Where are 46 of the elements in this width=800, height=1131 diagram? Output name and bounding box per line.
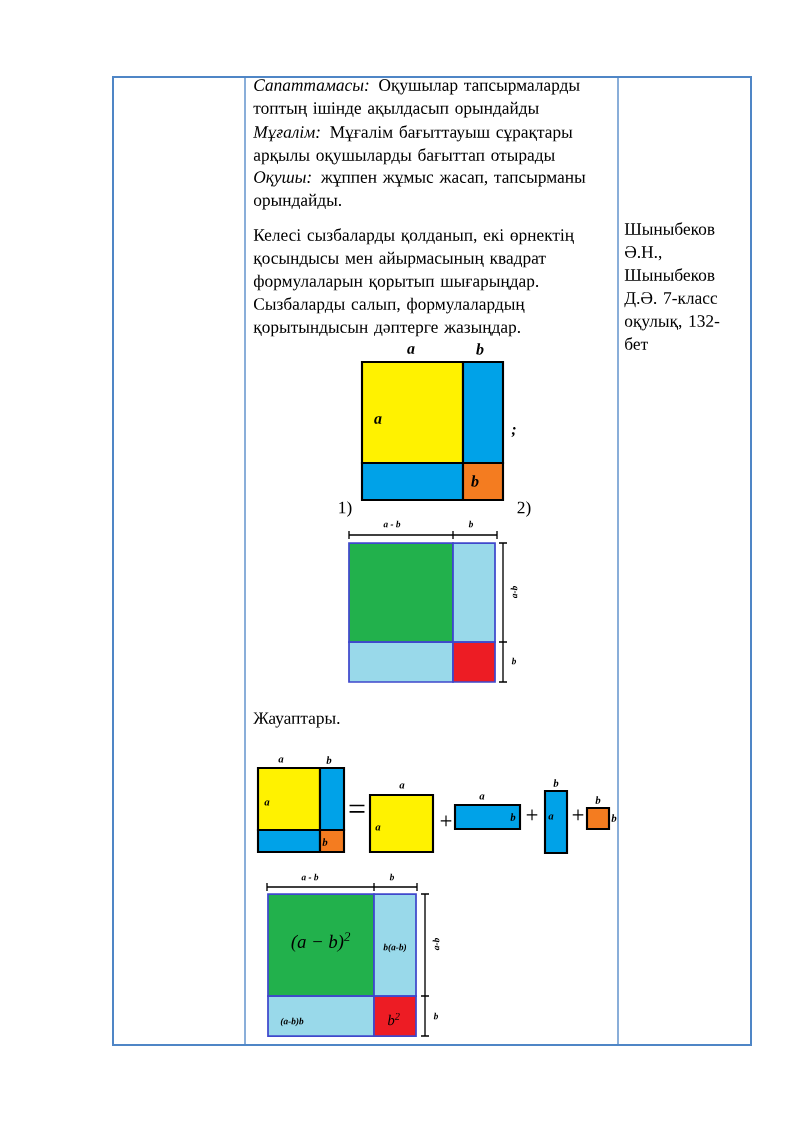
colored-rectangle bbox=[452, 542, 496, 643]
dimension-label: b bbox=[511, 657, 517, 665]
colored-rectangle: b bbox=[461, 461, 505, 502]
dimension-label: a - b bbox=[383, 520, 401, 528]
dimension-label: a-b bbox=[510, 586, 518, 599]
colored-rectangle: a bbox=[360, 360, 465, 465]
dimension-label: b bbox=[433, 1012, 439, 1020]
side-label: a bbox=[479, 794, 485, 800]
side-label: b bbox=[326, 756, 332, 764]
colored-rectangle bbox=[348, 641, 454, 683]
plus-sign: + bbox=[440, 815, 452, 827]
separator-mark: ; bbox=[511, 427, 516, 437]
answer-heading: Жауаптары. bbox=[253, 712, 340, 728]
dimension-label: b bbox=[468, 520, 474, 528]
paragraph: Оқушы: жұппен жұмыс жасап, тапсырманы орындайды. bbox=[253, 171, 586, 210]
side-label: b bbox=[595, 796, 601, 804]
side-label: a bbox=[399, 783, 405, 789]
reference-text: Шыныбеков Ә.Н., Шыныбеков Д.Ә. 7-класс оқулық, 132-бет bbox=[624, 222, 720, 350]
paragraph: Келесі сызбаларды қолданып, екі өрнектің қосындысы мен айырмасының квадрат формулаларын қорытып шығарыңдар. Сызбаларды салып, формулалардың қорытындысын дәптерге жазыңдар. bbox=[253, 228, 574, 337]
colored-rectangle: (a − b)$^{2}$ bbox=[267, 893, 375, 997]
side-label: a bbox=[278, 757, 284, 763]
plus-sign: + bbox=[526, 809, 538, 821]
side-label: b bbox=[553, 779, 559, 787]
colored-rectangle bbox=[256, 828, 322, 854]
item-number: 1) bbox=[339, 501, 352, 517]
colored-rectangle bbox=[360, 461, 465, 502]
colored-rectangle: a bbox=[256, 766, 322, 832]
colored-rectangle: b bbox=[453, 803, 522, 831]
colored-rectangle: b(a-b) bbox=[373, 893, 417, 997]
dimension-label: b bbox=[389, 873, 395, 881]
side-label: b bbox=[611, 814, 617, 822]
equals-sign: = bbox=[349, 804, 365, 813]
side-label: b bbox=[476, 343, 484, 355]
item-number: 2) bbox=[517, 501, 531, 517]
side-label: a bbox=[407, 346, 415, 354]
plus-sign: + bbox=[572, 809, 584, 821]
colored-rectangle: (a-b)b bbox=[267, 995, 375, 1037]
dimension-label: a - b bbox=[301, 873, 319, 881]
colored-rectangle: b bbox=[318, 828, 346, 854]
colored-rectangle: a bbox=[368, 793, 435, 854]
paragraph: Сапаттамасы: Оқушылар тапсырмаларды топтың ішінде ақылдасып орындайды bbox=[253, 79, 580, 118]
dimension-label: a-b bbox=[432, 938, 440, 951]
colored-rectangle bbox=[452, 641, 496, 683]
colored-rectangle: b$^{2}$ bbox=[373, 995, 417, 1037]
colored-rectangle: a bbox=[543, 789, 569, 855]
colored-rectangle bbox=[348, 542, 454, 643]
